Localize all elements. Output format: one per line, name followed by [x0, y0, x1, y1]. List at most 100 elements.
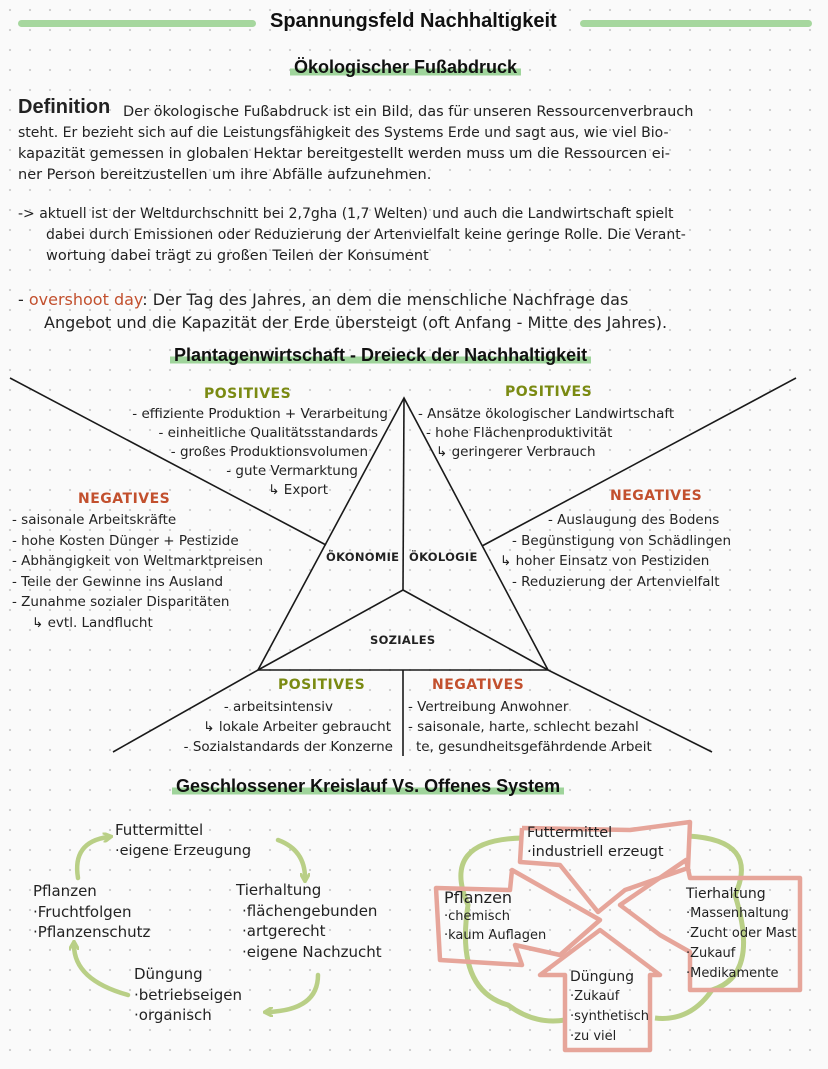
section-title-triangle-text: Plantagenwirtschaft - Dreieck der Nachha…: [170, 345, 592, 365]
oekonomie-negatives-list: - saisonale Arbeitskräfte - hohe Kosten …: [12, 510, 263, 633]
open-pflanzen: Pflanzen ·chemisch ·kaum Auflagen: [444, 888, 546, 945]
closed-futtermittel-title: Futtermittel: [115, 821, 204, 839]
soziales-positives-heading: POSITIVES: [278, 677, 366, 693]
page-title: Spannungsfeld Nachhaltigkeit: [270, 10, 557, 32]
label-oekologie: ÖKOLOGIE: [409, 550, 478, 564]
definition-label: Definition: [18, 96, 111, 118]
open-tierhaltung-detail: ·Medikamente: [686, 966, 779, 981]
closed-futtermittel: Futtermittel ·eigene Erzeugung: [115, 820, 251, 862]
closed-arrow-tier-to-duengung: [268, 972, 321, 1012]
oekonomie-negative-item: - Abhängigkeit von Weltmarktpreisen: [12, 553, 264, 569]
open-tierhaltung-detail: ·Zucht oder Mast: [686, 926, 797, 941]
header-rule-left: [18, 20, 256, 27]
oekologie-negatives-list: - Auslaugung des Bodens - Begünstigung v…: [500, 510, 731, 592]
closed-tierhaltung-detail: ·eigene Nachzucht: [242, 942, 382, 961]
closed-arrow-futter-to-tier: [275, 837, 305, 878]
soziales-negative-item: - saisonale, harte, schlecht bezahl: [408, 719, 639, 735]
oekologie-positive-item: - Ansätze ökologischer Landwirtschaft: [418, 406, 675, 422]
open-tierhaltung-detail: ·Massenhaltung: [686, 906, 789, 921]
oekonomie-negative-item: ↳ evtl. Landflucht: [32, 614, 153, 631]
label-oekonomie: ÖKONOMIE: [326, 550, 400, 564]
oekologie-positives-heading: POSITIVES: [505, 384, 593, 400]
soziales-positive-item: ↳ lokale Arbeiter gebraucht: [203, 719, 391, 735]
closed-pflanzen-title: Pflanzen: [33, 882, 97, 900]
oekologie-negative-item: ↳ hoher Einsatz von Pestiziden: [500, 553, 710, 569]
oekonomie-positives-list: - effiziente Produktion + Verarbeitung -…: [88, 405, 388, 500]
definition-line-3: kapazität gemessen in globalen Hektar be…: [18, 146, 670, 162]
oekonomie-positive-item: - einheitliche Qualitätsstandards: [158, 425, 378, 441]
oekologie-negative-item: - Auslaugung des Bodens: [548, 512, 720, 528]
oekonomie-negative-item: - Zunahme sozialer Disparitäten: [12, 594, 230, 610]
oekologie-negative-item: - Reduzierung der Artenvielfalt: [512, 573, 720, 590]
oekologie-positives-list: - Ansätze ökologischer Landwirtschaft - …: [418, 405, 674, 462]
closed-tierhaltung-title: Tierhaltung: [236, 881, 322, 899]
soziales-positive-item: - Sozialstandards der Konzerne: [183, 739, 393, 755]
triangle-divider-right: [402, 589, 549, 671]
note-overshoot-prefix: -: [18, 290, 29, 309]
closed-tierhaltung-detail: ·artgerecht: [242, 922, 326, 940]
oekologie-positive-item: ↳ geringerer Verbrauch: [436, 444, 596, 460]
note-world-average: -> aktuell ist der Weltdurchschnitt bei …: [18, 204, 818, 267]
oekonomie-negative-item: - saisonale Arbeitskräfte: [12, 512, 177, 528]
label-soziales: SOZIALES: [370, 633, 436, 647]
closed-duengung: Düngung ·betriebseigen ·organisch: [134, 964, 242, 1026]
oekonomie-negative-item: - Teile der Gewinne ins Ausland: [12, 573, 224, 590]
open-pflanzen-title: Pflanzen: [444, 888, 513, 907]
note-world-average-line-1: -> aktuell ist der Weltdurchschnitt bei …: [18, 206, 674, 222]
overshoot-day-term: overshoot day: [28, 290, 143, 309]
closed-pflanzen-detail: ·Fruchtfolgen: [33, 902, 132, 921]
open-pflanzen-detail: ·kaum Auflagen: [444, 928, 547, 943]
definition-text: Der ökologische Fußabdruck ist ein Bild,…: [18, 102, 818, 186]
open-futtermittel: Futtermittel ·industriell erzeugt: [527, 824, 664, 862]
soziales-negative-item: - Vertreibung Anwohner: [408, 699, 569, 715]
note-world-average-line-3: wortung dabei trägt zu großen Teilen der…: [46, 248, 429, 264]
definition-line-2: steht. Er bezieht sich auf die Leistungs…: [18, 125, 669, 141]
oekologie-negative-item: - Begünstigung von Schädlingen: [512, 532, 732, 549]
open-duengung-detail: ·zu viel: [570, 1029, 617, 1044]
soziales-positive-item: - arbeitsintensiv: [223, 699, 333, 715]
closed-tierhaltung-detail: ·flächengebunden: [242, 901, 378, 920]
open-tierhaltung-title: Tierhaltung: [686, 886, 766, 902]
oekonomie-positive-item: - großes Produktionsvolumen: [170, 444, 368, 460]
open-duengung: Düngung ·Zukauf ·synthetisch ·zu viel: [570, 967, 649, 1047]
oekonomie-negatives-heading: NEGATIVES: [78, 491, 171, 507]
closed-futtermittel-detail: ·eigene Erzeugung: [115, 843, 252, 859]
oekonomie-positives-heading: POSITIVES: [204, 386, 292, 402]
closed-arrow-pflanzen-to-futter: [74, 837, 108, 881]
oekologie-positive-item: - hohe Flächenproduktivität: [426, 425, 613, 441]
open-duengung-detail: ·synthetisch: [570, 1009, 650, 1024]
closed-pflanzen-detail: ·Pflanzenschutz: [33, 923, 151, 941]
closed-duengung-detail: ·organisch: [134, 1006, 212, 1024]
closed-tierhaltung: Tierhaltung ·flächengebunden ·artgerecht…: [236, 880, 382, 962]
note-overshoot-line-2: Angebot und die Kapazität der Erde übers…: [44, 313, 668, 332]
soziales-negatives-heading: NEGATIVES: [432, 677, 525, 693]
note-world-average-line-2: dabei durch Emissionen oder Reduzierung …: [46, 227, 686, 243]
section-title-triangle: Plantagenwirtschaft - Dreieck der Nachha…: [170, 345, 592, 366]
closed-duengung-detail: ·betriebseigen: [134, 985, 242, 1004]
open-tierhaltung: Tierhaltung ·Massenhaltung ·Zucht oder M…: [686, 884, 797, 984]
open-futtermittel-title: Futtermittel: [527, 825, 613, 841]
oekonomie-positive-item: ↳ Export: [268, 482, 328, 498]
triangle-divider-left: [257, 589, 404, 671]
section-title-footprint-text: Ökologischer Fußabdruck: [290, 57, 522, 77]
oekologie-negatives-heading: NEGATIVES: [610, 488, 703, 504]
header-rule-right: [580, 20, 812, 27]
definition-line-1: Der ökologische Fußabdruck ist ein Bild,…: [123, 104, 694, 120]
closed-duengung-title: Düngung: [134, 965, 203, 983]
section-title-cycle: Geschlossener Kreislauf Vs. Offenes Syst…: [172, 776, 565, 797]
triangle-divider-top: [402, 397, 405, 591]
note-overshoot-day: - overshoot day: Der Tag des Jahres, an …: [18, 288, 818, 334]
open-duengung-title: Düngung: [570, 969, 635, 985]
closed-arrow-duengung-to-pflanzen: [74, 945, 131, 998]
definition-line-4: ner Person bereitzustellen um ihre Abfäl…: [18, 167, 432, 183]
open-pflanzen-detail: ·chemisch: [444, 909, 510, 924]
section-title-cycle-text: Geschlossener Kreislauf Vs. Offenes Syst…: [172, 776, 565, 796]
soziales-positives-list: - arbeitsintensiv ↳ lokale Arbeiter gebr…: [110, 697, 393, 757]
note-overshoot-line-1: - overshoot day: Der Tag des Jahres, an …: [18, 288, 818, 311]
oekonomie-positive-item: - gute Vermarktung: [226, 463, 358, 479]
soziales-negatives-list: - Vertreibung Anwohner - saisonale, hart…: [408, 697, 652, 757]
open-duengung-detail: ·Zukauf: [570, 989, 620, 1004]
soziales-negative-item: te, gesundheitsgefährdende Arbeit: [416, 739, 652, 755]
closed-pflanzen: Pflanzen ·Fruchtfolgen ·Pflanzenschutz: [33, 881, 150, 943]
note-overshoot-line-1-rest: : Der Tag des Jahres, an dem die menschl…: [142, 290, 629, 309]
